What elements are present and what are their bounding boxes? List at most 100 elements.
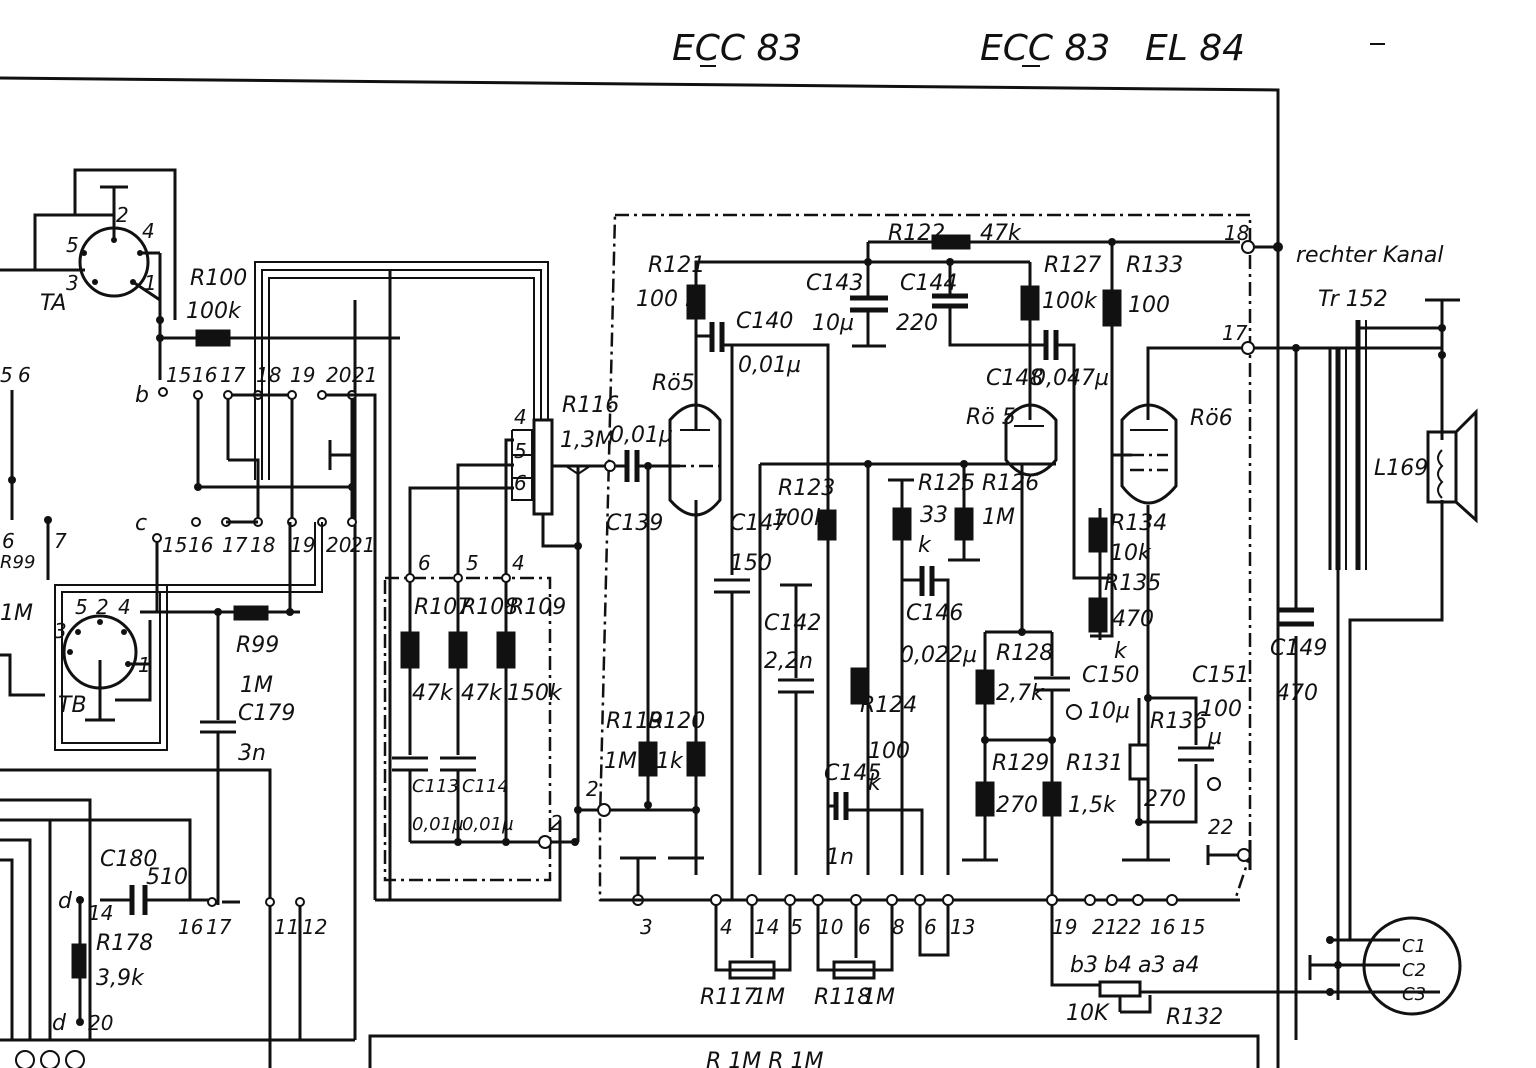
c150-label: C150 <box>1082 663 1139 688</box>
r126-label: R126 <box>982 471 1039 496</box>
ta-pin-5: 5 <box>66 233 79 257</box>
pin-d2: d <box>52 1011 67 1036</box>
conn-c3: C3 <box>1402 984 1426 1005</box>
pin-r2-17: 17 <box>222 533 248 557</box>
c139-value: 0,01µ <box>610 423 673 448</box>
pin-d1: d <box>58 889 73 914</box>
r132-mix: 19 21 22 16 15 b3 b4 a3 a4 10K R132 <box>1046 894 1440 1030</box>
net-pin-2: 2 <box>550 811 563 835</box>
switch-row-2: c 15 16 17 18 19 20 21 <box>135 511 375 612</box>
r124-unit: k <box>868 771 882 796</box>
c146: C146 0,022µ <box>900 566 977 875</box>
c151-label: C151 <box>1192 663 1249 688</box>
c144-value: 220 <box>896 311 938 336</box>
pin-20: 20 <box>88 1011 113 1035</box>
r121-value: 100 k <box>636 287 699 312</box>
ro5-label-a: Rö5 <box>652 371 695 396</box>
c144-label: C144 <box>900 271 957 296</box>
r136-value: 270 <box>1144 787 1186 812</box>
r118-value: 1M <box>862 985 895 1010</box>
r133-value: 100 <box>1128 293 1170 318</box>
r100-resistor: R100 100k <box>160 266 400 347</box>
bot2-pin-21: 21 <box>1092 915 1117 939</box>
r127-value: 100k <box>1042 289 1098 314</box>
tb-socket: 5 2 4 3 1 TB <box>0 584 168 751</box>
c146-value: 0,022µ <box>900 643 977 668</box>
left-pin-7: 7 <box>54 529 67 553</box>
r127-label: R127 <box>1044 253 1101 278</box>
bot-pin-6b: 6 <box>924 915 937 939</box>
c151-unit: µ <box>1207 725 1222 750</box>
ta-pin-3: 3 <box>66 271 79 295</box>
mix-b4: b4 <box>1104 953 1132 978</box>
bot2-pin-22: 22 <box>1116 915 1141 939</box>
r118-label: R118 <box>814 985 871 1010</box>
r135-value: 470 <box>1112 607 1154 632</box>
pin-14: 14 <box>88 901 113 925</box>
ta-pin-4: 4 <box>142 219 155 243</box>
r99-label: R99 <box>236 633 279 658</box>
r134-label: R134 <box>1110 511 1167 536</box>
pin-r1-21: 21 <box>352 363 377 387</box>
ro5-label-b: Rö 5 <box>966 405 1016 430</box>
tb-label: TB <box>58 693 87 718</box>
r119-r120: R119 1M R120 1k 2 3 <box>578 709 706 939</box>
c179-value: 3n <box>238 741 266 766</box>
r125-label: R125 <box>918 471 975 496</box>
speaker-label: L169 <box>1374 456 1428 481</box>
c149-label: C149 <box>1270 636 1327 661</box>
pin-16: 16 <box>178 915 203 939</box>
pin-17: 17 <box>206 915 232 939</box>
pin-12: 12 <box>302 915 327 939</box>
r136-label: R136 <box>1150 709 1207 734</box>
r99-c179: R99 1M C179 3n <box>140 522 300 905</box>
r100-value: 100k <box>186 299 242 324</box>
c113-label: C113 <box>412 776 459 797</box>
input-network: 6 5 4 R107 R108 R109 47k 47k 150k 2 C113… <box>375 438 579 902</box>
ta-pin-1: 1 <box>144 271 157 295</box>
mix-b3: b3 <box>1070 953 1098 978</box>
pin-r1-18: 18 <box>256 363 281 387</box>
bot-pin-14: 14 <box>754 915 779 939</box>
c145-value: 1n <box>826 845 854 870</box>
ta-socket: 2 4 5 3 1 TA <box>0 168 177 380</box>
net-pin-5: 5 <box>466 551 479 575</box>
r134-r135: R134 10k R135 470 k <box>1088 455 1167 664</box>
bot-pin-8: 8 <box>892 915 905 939</box>
bot-pin-13: 13 <box>950 915 975 939</box>
r123-label: R123 <box>778 476 835 501</box>
left-pin-5: 5 <box>0 363 13 387</box>
bottom-resistor-labels: R 1M R 1M <box>706 1049 824 1068</box>
pin-11: 11 <box>274 915 299 939</box>
r99-value: 1M <box>240 673 273 698</box>
output-connector: C1 C2 C3 <box>1308 916 1462 1016</box>
c180-label: C180 <box>100 847 157 872</box>
c148-label: C148 <box>986 366 1043 391</box>
output-stage: rechter Kanal Tr 152 L169 C149 470 <box>1254 243 1478 1040</box>
main-wires <box>0 76 1280 1068</box>
tb-pin-4: 4 <box>118 595 131 619</box>
r132-label: R132 <box>1166 1005 1223 1030</box>
c143-value: 10µ <box>812 311 854 336</box>
conn-c2: C2 <box>1402 960 1426 981</box>
c145-label: C145 <box>824 761 881 786</box>
switch-row-1: b 15 16 17 18 19 20 21 <box>135 363 377 900</box>
r122-label: R122 <box>888 221 945 246</box>
pot-pin-5: 5 <box>514 439 527 463</box>
r132-value: 10K <box>1066 1001 1110 1026</box>
net-pin-6: 6 <box>418 551 431 575</box>
r121-label: R121 <box>648 253 705 278</box>
pin-r2-21: 21 <box>350 533 375 557</box>
c147-value: 150 <box>730 551 772 576</box>
pin-r2-19: 19 <box>290 533 315 557</box>
pin-b: b <box>135 383 149 408</box>
r128-r131-c150: R128 2,7k R129 270 C150 10µ R131 1,5k <box>962 464 1139 900</box>
c142-label: C142 <box>764 611 821 636</box>
c140-label: C140 <box>736 309 793 334</box>
tube-label-ecc83-2: ECC 83 <box>980 28 1110 69</box>
bot-pin-10: 10 <box>818 915 843 939</box>
c140-value: 0,01µ <box>738 353 801 378</box>
mid-resistors: R123 100k R125 33 k R126 1M R124 100 k <box>772 464 1039 875</box>
pin-r2-20: 20 <box>326 533 351 557</box>
